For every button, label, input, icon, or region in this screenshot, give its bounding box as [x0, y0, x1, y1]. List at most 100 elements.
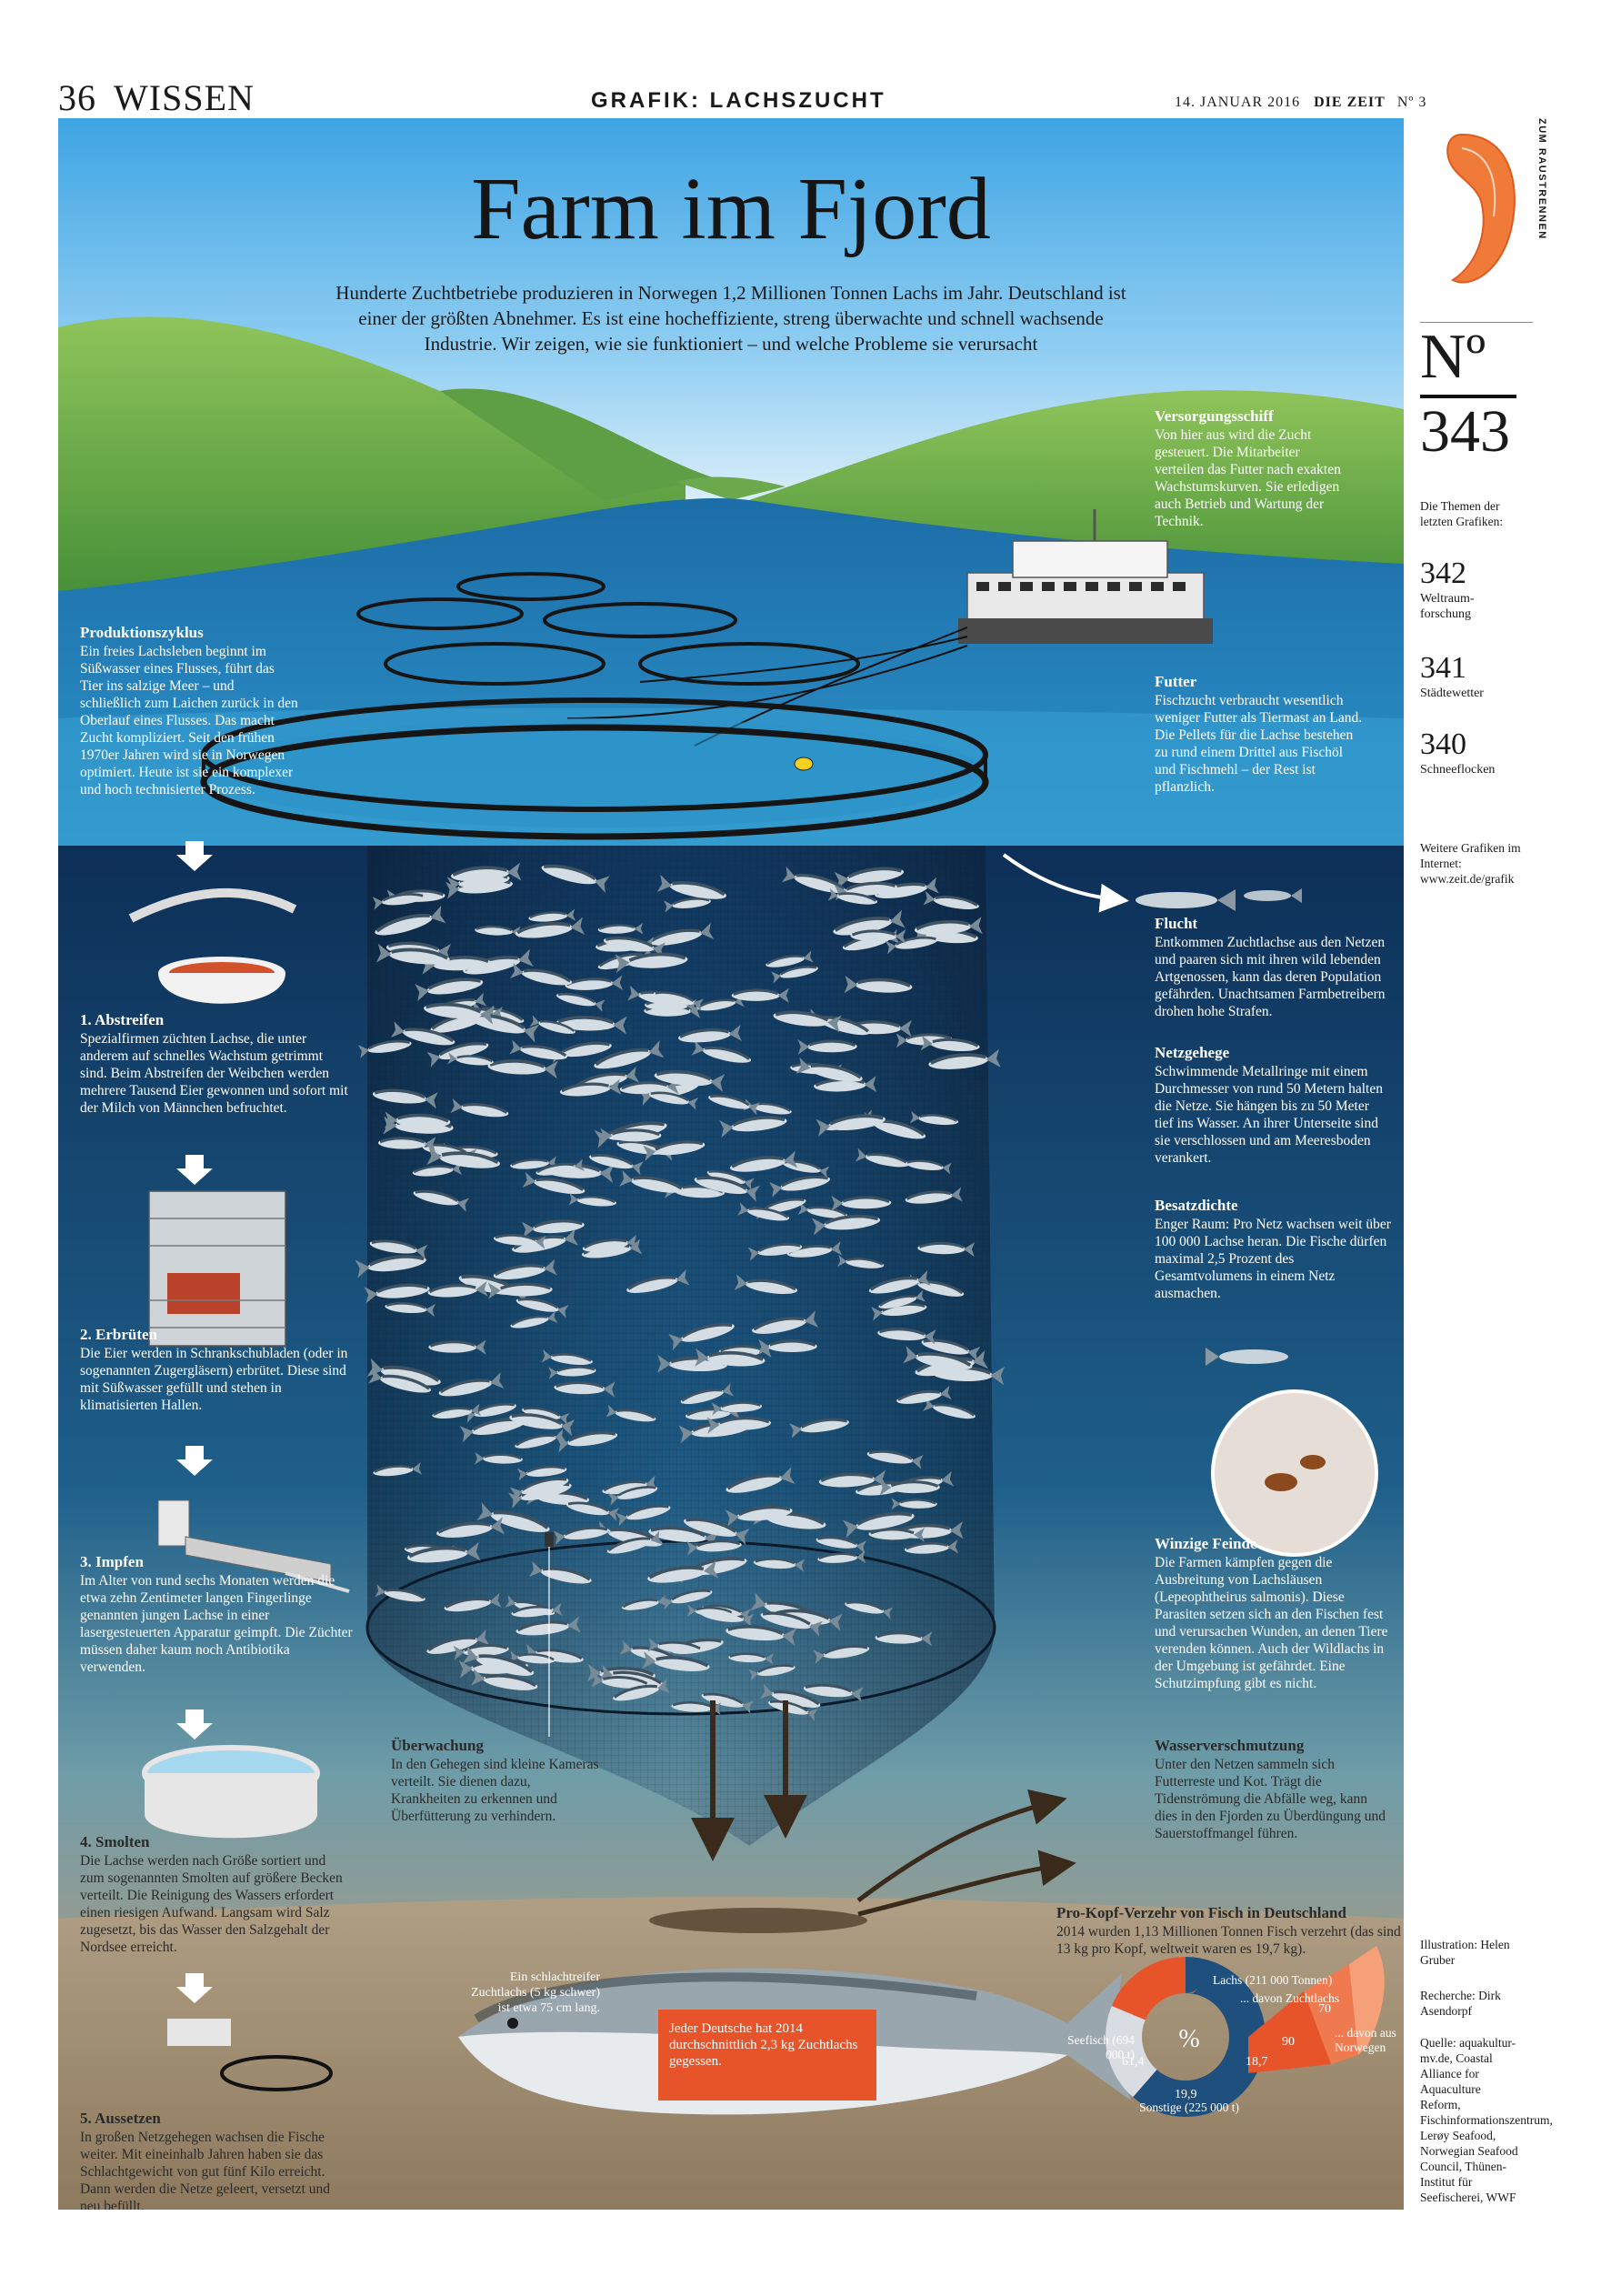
salmon-fish [510, 1310, 558, 1328]
value-lachs: 18,7 [1246, 2055, 1268, 2069]
value-sonstige: 19,9 [1175, 2088, 1197, 2101]
section-sea-lice: Winzige Feinde Die Farmen kämpfen gegen … [1155, 1535, 1391, 1692]
category-label: GRAFIK: LACHSZUCHT [591, 88, 886, 113]
salmon-fish [845, 1600, 894, 1619]
salmon-fish [737, 1202, 790, 1221]
salmon-fish [816, 1536, 867, 1554]
salmon-fish [377, 1137, 436, 1152]
section-title: Flucht [1155, 915, 1198, 932]
salmon-fish [556, 992, 605, 1012]
sidebar-item-342: 342 Weltraum-forschung [1420, 556, 1529, 622]
salmon-fish [615, 952, 688, 973]
value-zucht: 90 [1282, 2035, 1295, 2049]
escaped-salmon [1136, 888, 1302, 911]
section-text: Unter den Netzen sammeln sich Futterrest… [1155, 1757, 1386, 1841]
page-number: 36 [58, 77, 96, 118]
section-text: Entkommen Zuchtlachse aus den Netzen und… [1155, 935, 1386, 1019]
salmon-fish [509, 1413, 575, 1437]
salmon-fish [515, 1616, 581, 1636]
current-arrow [857, 1850, 1076, 1917]
salmon-breakout [1248, 1946, 1385, 2073]
salmon-fish [390, 1021, 455, 1046]
salmon-fish [600, 1128, 662, 1144]
salmon-fish [837, 1254, 885, 1268]
section-production-cycle: Produktionszyklus Ein freies Lachsleben … [80, 624, 298, 798]
salmon-fish [752, 1310, 819, 1334]
section-text: Ein freies Lachsleben beginnt im Süßwass… [80, 644, 298, 797]
sidebar-no-mark: Nº [1420, 322, 1486, 392]
salmon-fish [691, 1040, 752, 1063]
salmon-fish [522, 1219, 585, 1238]
label-lachs: Lachs (211 000 Tonnen) [1213, 1973, 1333, 1987]
salmon-fish [816, 1114, 886, 1138]
salmon-fish [594, 1040, 665, 1069]
section-stocking-density: Besatzdichte Enger Raum: Pro Netz wachse… [1155, 1197, 1391, 1302]
salmon-size-label: Ein schlachtreifer Zuchtlachs (5 kg schw… [471, 1970, 600, 2015]
salmon-fish [355, 1255, 426, 1278]
label-seefisch: Seefisch (694 000 t) [1067, 2033, 1135, 2061]
salmon-fish [366, 1358, 441, 1386]
salmon-fish [373, 1462, 423, 1477]
consumption-title: Pro-Kopf-Verzehr von Fisch in Deutschlan… [1056, 1904, 1346, 1921]
salmon-fish [606, 1530, 664, 1554]
salmon-fish [896, 1385, 952, 1404]
consumption-donut-chart [1106, 1957, 1266, 2117]
current-arrow [856, 1789, 1067, 1903]
salmon-fish [528, 908, 576, 922]
salmon-fish [773, 1010, 842, 1033]
page-number-section: 36 WISSEN [58, 76, 255, 119]
sidebar-divider [1420, 322, 1533, 323]
salmon-fish [680, 1382, 735, 1405]
sidebar-web-link[interactable]: Weitere Grafiken im Internet: www.zeit.d… [1420, 841, 1521, 886]
salmon-fish [656, 874, 726, 899]
salmon-fish [436, 1517, 505, 1538]
sidebar-item-number: 340 [1420, 727, 1466, 761]
salmon-fish [891, 1498, 937, 1510]
salmon-badge-box [658, 2010, 876, 2100]
salmon-fish [694, 1176, 760, 1202]
salmon-fish [428, 1339, 486, 1355]
sidebar-no-underline [1420, 395, 1516, 398]
salmon-fish [385, 1111, 451, 1128]
salmon-fish [818, 1469, 886, 1488]
section-title: Wasserverschmutzung [1155, 1737, 1305, 1754]
label-zucht: ... davon Zuchtlachs [1240, 1991, 1340, 2005]
salmon-fish [730, 1150, 798, 1172]
section-title: Netzgehege [1155, 1044, 1230, 1061]
section-text: In den Gehegen sind kleine Kameras verte… [391, 1757, 599, 1824]
step-1-stripping: 1. Abstreifen Spezialfirmen züchten Lach… [80, 1011, 353, 1117]
step-text: In großen Netzgehegen wachsen die Fische… [80, 2130, 330, 2210]
salmon-fish [510, 962, 573, 986]
issue-number: Nº 3 [1396, 95, 1427, 110]
page-title: Farm im Fjord [471, 160, 991, 258]
step-title: 4. Smolten [80, 1833, 150, 1850]
step-5-release: 5. Aussetzen In großen Netzgehegen wachs… [80, 2110, 353, 2210]
salmon-fish [654, 1069, 725, 1092]
label-norwegen: ... davon aus Norwegen [1335, 2026, 1396, 2054]
salmon-fish [909, 1110, 959, 1126]
value-seefisch: 61,4 [1122, 2055, 1145, 2069]
salmon-fish [643, 1140, 705, 1161]
salmon-fish [475, 1451, 523, 1465]
step-2-incubation: 2. Erbrüten Die Eier werden in Schranksc… [80, 1326, 353, 1414]
salmon-fish [706, 1416, 772, 1434]
step-text: Spezialfirmen züchten Lachse, die unter … [80, 1031, 348, 1116]
salmon-fish [522, 1171, 585, 1195]
section-title: Winzige Feinde [1155, 1535, 1257, 1552]
sidebar-research-credit: Recherche: Dirk Asendorpf [1420, 1989, 1501, 2018]
sidebar-item-label: Städtewetter [1420, 687, 1484, 700]
step-3-vaccination: 3. Impfen Im Alter von rund sechs Monate… [80, 1553, 353, 1676]
salmon-fish [444, 1592, 502, 1612]
salmon-fish [607, 1486, 658, 1506]
release-icon [167, 2019, 333, 2091]
salmon-fish [591, 1672, 649, 1689]
section-title: Versorgungsschiff [1155, 407, 1274, 425]
salmon-fish [602, 1475, 658, 1495]
salmon-fish [648, 922, 715, 946]
sidebar-item-number: 341 [1420, 651, 1466, 685]
section-pollution: Wasserverschmutzung Unter den Netzen sam… [1155, 1737, 1391, 1842]
salmon-fish [878, 1289, 926, 1309]
salmon-fish [686, 1539, 742, 1556]
supply-ship [958, 509, 1213, 644]
infographic-panel: Farm im Fjord Hunderte Zuchtbetriebe pro… [58, 118, 1404, 2210]
